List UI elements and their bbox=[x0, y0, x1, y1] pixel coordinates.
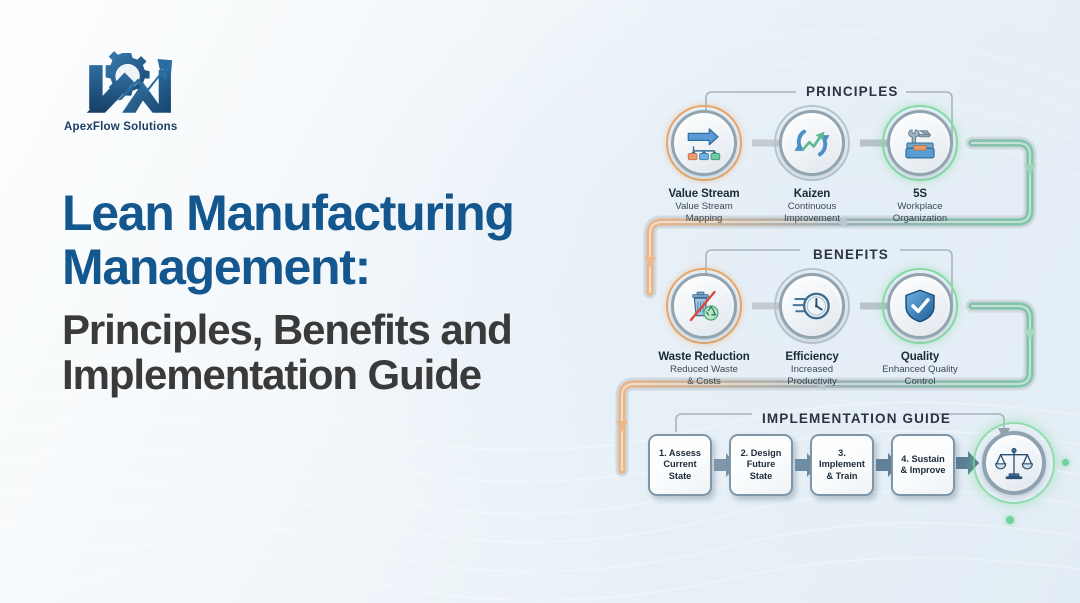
waste-reduction-ring bbox=[666, 268, 742, 344]
node-subtitle-line2: Improvement bbox=[784, 212, 840, 224]
node-subtitle-line1: Workplace bbox=[897, 201, 943, 212]
headline-line-4: Implementation Guide bbox=[62, 351, 482, 399]
headline-line-1: Lean Manufacturing bbox=[62, 185, 515, 241]
balance-scales-icon bbox=[982, 431, 1046, 495]
node-subtitle-line1: Value Stream bbox=[675, 201, 733, 212]
ring-accent-green bbox=[882, 105, 958, 181]
node-subtitle-line2: Mapping bbox=[685, 212, 723, 224]
page-title: Lean Manufacturing Management: Principle… bbox=[62, 187, 640, 397]
gear-growth-arrow-logo-icon bbox=[86, 51, 173, 113]
impl-step-1[interactable]: 1. Assess Current State bbox=[648, 434, 712, 496]
value-stream-ring bbox=[666, 105, 742, 181]
brand-logo-block: ApexFlow Solutions bbox=[62, 44, 252, 133]
node-subtitle: Value Stream Mapping bbox=[652, 201, 756, 224]
node-subtitle: Enhanced Quality Control bbox=[868, 364, 972, 387]
step-line3: State bbox=[749, 470, 773, 481]
node-subtitle-line2: Organization bbox=[892, 212, 948, 224]
node-title: Kaizen bbox=[793, 188, 831, 200]
node-title: Efficiency bbox=[785, 351, 839, 363]
node-subtitle-line1: Continuous bbox=[787, 201, 837, 212]
node-waste-reduction[interactable]: Waste Reduction Reduced Waste & Costs bbox=[652, 268, 756, 387]
node-subtitle-line1: Increased bbox=[790, 364, 834, 375]
impl-step-3-label: 3. Implement & Train bbox=[819, 448, 865, 482]
fast-clock-icon bbox=[779, 273, 845, 339]
ring-accent-green bbox=[882, 268, 958, 344]
outcome-glow-ring bbox=[973, 422, 1055, 504]
node-outcome-balance[interactable] bbox=[973, 422, 1055, 504]
impl-step-4-label: 4. Sustain & Improve bbox=[901, 454, 946, 477]
node-subtitle: Reduced Waste & Costs bbox=[652, 364, 756, 387]
node-subtitle: Workplace Organization bbox=[868, 201, 972, 224]
step-line3: & Train bbox=[826, 470, 858, 481]
ring-accent-orange bbox=[666, 268, 742, 344]
node-quality[interactable]: Quality Enhanced Quality Control bbox=[868, 268, 972, 387]
node-subtitle: Increased Productivity bbox=[760, 364, 864, 387]
impl-step-1-label: 1. Assess Current State bbox=[659, 448, 701, 482]
toolbox-icon bbox=[887, 110, 953, 176]
step-line1: 3. bbox=[838, 447, 846, 458]
section-label-benefits: BENEFITS bbox=[813, 247, 889, 262]
node-title: Quality bbox=[900, 351, 940, 363]
node-title: 5S bbox=[913, 188, 927, 200]
step-line3: State bbox=[668, 470, 692, 481]
node-title: Waste Reduction bbox=[658, 351, 750, 363]
node-efficiency[interactable]: Efficiency Increased Productivity bbox=[760, 268, 864, 387]
shield-check-icon bbox=[887, 273, 953, 339]
quality-ring bbox=[882, 268, 958, 344]
node-title: Value Stream bbox=[668, 188, 740, 200]
node-subtitle-line2: Productivity bbox=[787, 375, 837, 387]
section-label-implementation-guide: IMPLEMENTATION GUIDE bbox=[762, 411, 951, 426]
continuous-improvement-cycle-icon bbox=[779, 110, 845, 176]
diagram-connector-pipes bbox=[615, 91, 1037, 477]
node-subtitle: Continuous Improvement bbox=[760, 201, 864, 224]
node-subtitle-line1: Reduced Waste bbox=[670, 364, 738, 375]
node-subtitle-line1: Enhanced Quality bbox=[882, 364, 958, 375]
efficiency-ring bbox=[774, 268, 850, 344]
node-subtitle-line2: & Costs bbox=[687, 375, 721, 387]
ring-accent-grey bbox=[774, 268, 850, 344]
step-line1: 4. Sustain bbox=[901, 453, 945, 464]
headline-line-3: Principles, Benefits and bbox=[62, 305, 513, 353]
impl-step-3[interactable]: 3. Implement & Train bbox=[810, 434, 874, 496]
value-stream-flow-icon bbox=[671, 110, 737, 176]
step-line1: 2. Design bbox=[740, 447, 782, 458]
ring-accent-orange bbox=[666, 105, 742, 181]
node-kaizen[interactable]: Kaizen Continuous Improvement bbox=[760, 105, 864, 224]
section-label-principles: PRINCIPLES bbox=[806, 84, 899, 99]
kaizen-ring bbox=[774, 105, 850, 181]
ring-accent-grey bbox=[774, 105, 850, 181]
step-line2: Future bbox=[746, 459, 776, 470]
node-value-stream[interactable]: Value Stream Value Stream Mapping bbox=[652, 105, 756, 224]
accent-dot-right bbox=[1062, 459, 1069, 466]
headline-line-2: Management: bbox=[62, 239, 371, 296]
lean-process-diagram: PRINCIPLES BENEFITS IMPLEMENTATION GUIDE bbox=[600, 0, 1080, 603]
step-line2: & Improve bbox=[900, 465, 946, 475]
impl-step-4[interactable]: 4. Sustain & Improve bbox=[891, 434, 955, 496]
left-content-column: ApexFlow Solutions Lean Manufacturing Ma… bbox=[62, 44, 640, 397]
brand-name: ApexFlow Solutions bbox=[64, 121, 178, 133]
node-subtitle-line2: Control bbox=[904, 375, 936, 387]
accent-dot-bottom bbox=[1006, 516, 1014, 524]
impl-step-2[interactable]: 2. Design Future State bbox=[729, 434, 793, 496]
node-5s[interactable]: 5S Workplace Organization bbox=[868, 105, 972, 224]
step-line2: Current bbox=[663, 459, 697, 470]
step-line2: Implement bbox=[819, 459, 865, 470]
no-waste-trash-recycle-icon bbox=[671, 273, 737, 339]
impl-step-2-label: 2. Design Future State bbox=[741, 448, 782, 482]
fives-ring bbox=[882, 105, 958, 181]
step-line1: 1. Assess bbox=[658, 447, 702, 458]
